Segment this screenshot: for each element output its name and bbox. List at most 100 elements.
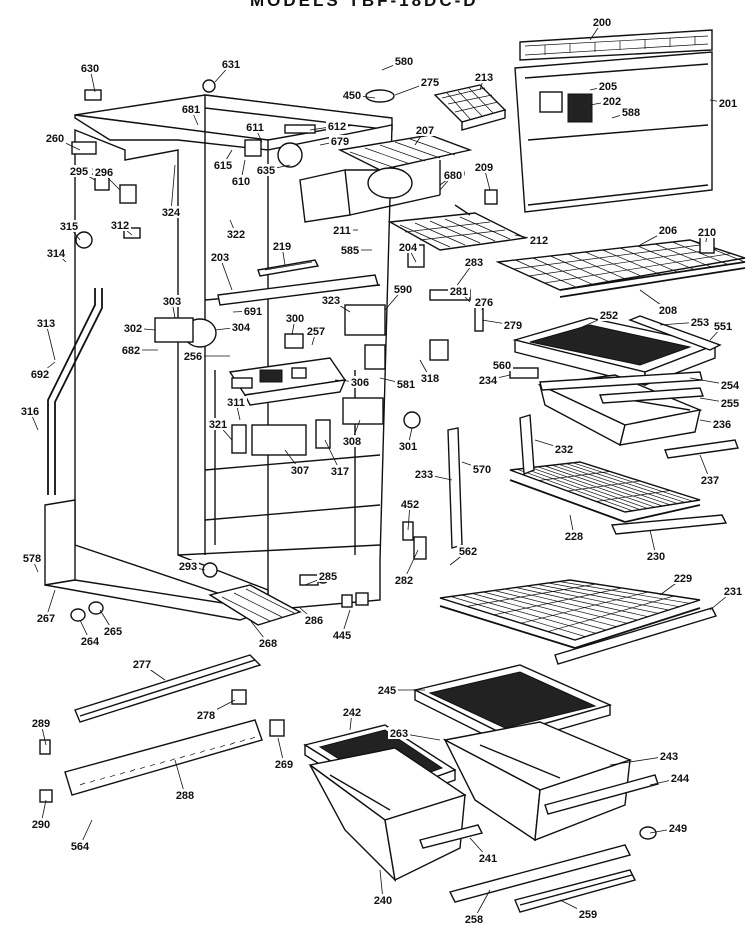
part-label-233: 233 xyxy=(415,469,433,481)
part-label-bg-278 xyxy=(195,709,217,721)
part-label-bg-630 xyxy=(79,62,101,74)
part-label-570: 570 xyxy=(473,464,491,476)
part-label-295: 295 xyxy=(70,166,88,178)
part-label-bg-277 xyxy=(131,658,153,670)
part-label-bg-200 xyxy=(591,16,613,28)
part-label-bg-452 xyxy=(399,498,421,510)
part-label-bg-308 xyxy=(341,435,363,447)
part-label-564: 564 xyxy=(71,841,90,853)
trim-219 xyxy=(257,259,320,277)
part-label-bg-283 xyxy=(463,256,485,268)
part-label-211: 211 xyxy=(333,225,351,237)
part-label-285: 285 xyxy=(319,571,337,583)
part-label-450: 450 xyxy=(343,90,361,102)
trim-255 xyxy=(599,387,704,404)
part-label-314: 314 xyxy=(47,248,66,260)
part-label-301: 301 xyxy=(399,441,417,453)
part-label-bg-202 xyxy=(601,95,623,107)
part-label-611: 611 xyxy=(246,122,264,134)
part-label-bg-562 xyxy=(457,545,479,557)
part-label-bg-588 xyxy=(620,106,642,118)
freezer-shelf-206 xyxy=(495,239,746,298)
bracket-253 xyxy=(628,315,722,351)
part-label-205: 205 xyxy=(599,81,617,93)
part-label-bg-691 xyxy=(242,305,264,317)
drain-pan-268 xyxy=(208,584,302,626)
part-label-209: 209 xyxy=(475,162,493,174)
part-label-bg-255 xyxy=(719,397,741,409)
part-label-231: 231 xyxy=(724,586,742,598)
part-label-bg-611 xyxy=(244,121,266,133)
part-label-259: 259 xyxy=(579,909,597,921)
part-label-289: 289 xyxy=(32,718,50,730)
part-label-317: 317 xyxy=(331,466,349,478)
part-label-452: 452 xyxy=(401,499,419,511)
part-label-275: 275 xyxy=(421,77,439,89)
cantilever-shelf-228 xyxy=(509,461,701,523)
part-label-286: 286 xyxy=(305,615,323,627)
part-label-bg-680 xyxy=(442,169,464,181)
part-label-588: 588 xyxy=(622,107,640,119)
part-label-bg-322 xyxy=(225,228,247,240)
part-label-bg-564 xyxy=(69,840,91,852)
freezer-shelf-212 xyxy=(387,204,528,251)
part-label-bg-234 xyxy=(477,374,499,386)
crisper-pan-243 xyxy=(442,721,632,842)
part-label-245: 245 xyxy=(378,685,396,697)
part-label-bg-256 xyxy=(182,350,204,362)
part-label-679: 679 xyxy=(331,136,349,148)
part-label-bg-282 xyxy=(393,574,415,586)
part-label-bg-204 xyxy=(397,241,419,253)
part-label-229: 229 xyxy=(674,573,692,585)
part-label-bg-317 xyxy=(329,465,351,477)
part-label-691: 691 xyxy=(244,306,262,318)
part-label-635: 635 xyxy=(257,165,275,177)
part-label-bg-289 xyxy=(30,717,52,729)
part-label-445: 445 xyxy=(333,630,351,642)
part-label-241: 241 xyxy=(479,853,497,865)
part-label-bg-303 xyxy=(161,295,183,307)
part-label-bg-201 xyxy=(717,97,739,109)
part-label-bg-229 xyxy=(672,572,694,584)
part-label-228: 228 xyxy=(565,531,583,543)
part-label-bg-290 xyxy=(30,818,52,830)
part-label-278: 278 xyxy=(197,710,215,722)
part-label-bg-615 xyxy=(212,159,234,171)
part-label-308: 308 xyxy=(343,436,361,448)
part-label-243: 243 xyxy=(660,751,678,763)
grille-288 xyxy=(64,719,263,796)
part-label-bg-635 xyxy=(255,164,277,176)
part-label-bg-207 xyxy=(414,124,436,136)
part-label-630: 630 xyxy=(81,63,99,75)
part-label-234: 234 xyxy=(479,375,498,387)
part-label-bg-245 xyxy=(376,684,398,696)
part-label-252: 252 xyxy=(600,310,618,322)
part-label-bg-275 xyxy=(419,76,441,88)
rail-277 xyxy=(74,654,262,723)
part-label-bg-692 xyxy=(29,368,51,380)
part-label-277: 277 xyxy=(133,659,151,671)
part-label-bg-244 xyxy=(669,772,691,784)
part-label-242: 242 xyxy=(343,707,361,719)
part-label-bg-296 xyxy=(93,166,115,178)
part-label-300: 300 xyxy=(286,313,304,325)
part-label-203: 203 xyxy=(211,252,229,264)
part-label-288: 288 xyxy=(176,790,194,802)
part-label-bg-264 xyxy=(79,635,101,647)
part-label-312: 312 xyxy=(111,220,129,232)
part-label-578: 578 xyxy=(23,553,41,565)
part-label-bg-445 xyxy=(331,629,353,641)
part-label-281: 281 xyxy=(450,286,468,298)
part-label-bg-233 xyxy=(413,468,435,480)
part-label-230: 230 xyxy=(647,551,665,563)
trim-259 xyxy=(514,869,637,913)
part-label-269: 269 xyxy=(275,759,293,771)
part-label-bg-578 xyxy=(21,552,43,564)
part-label-bg-203 xyxy=(209,251,231,263)
part-label-560: 560 xyxy=(493,360,511,372)
part-label-bg-285 xyxy=(317,570,339,582)
part-label-551: 551 xyxy=(714,321,732,333)
trim-258 xyxy=(448,844,632,903)
part-label-bg-206 xyxy=(657,224,679,236)
